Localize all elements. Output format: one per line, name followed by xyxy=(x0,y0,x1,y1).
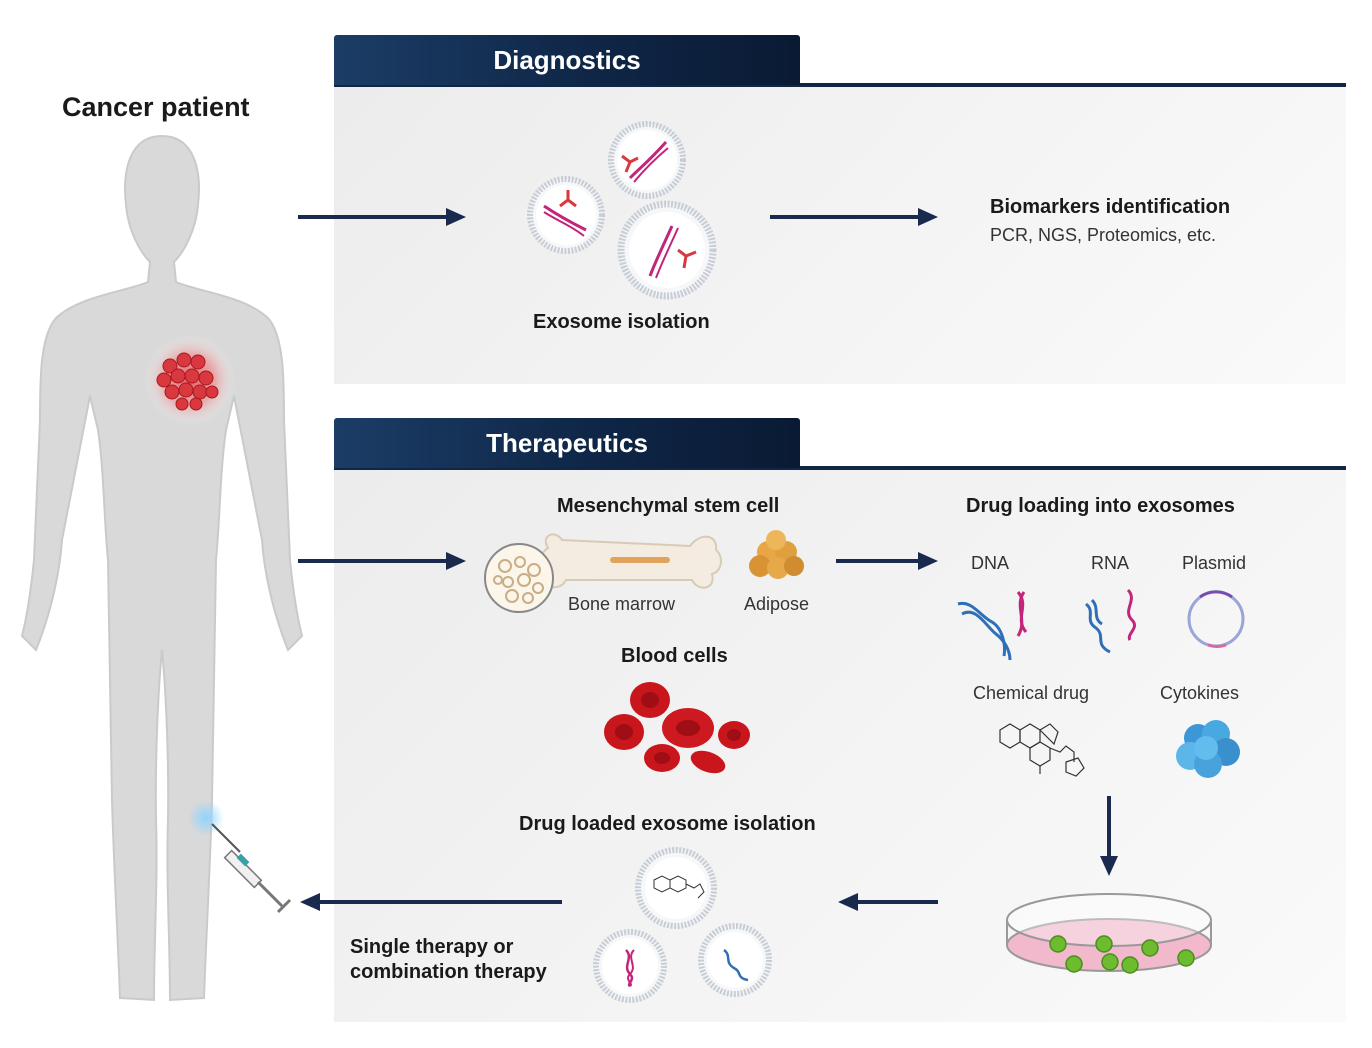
therapeutics-tab: Therapeutics xyxy=(334,418,800,468)
rna-icon xyxy=(1084,588,1136,654)
exosome-vesicle-icon xyxy=(698,923,772,997)
exosome-vesicle-icon xyxy=(635,847,717,929)
bone-marrow-icon xyxy=(484,543,554,613)
dna-icon xyxy=(957,591,1028,661)
arrow-msc-to-drug-loading xyxy=(836,552,938,570)
syringe-icon xyxy=(211,823,292,914)
exosome-vesicle-icon xyxy=(593,929,667,1003)
blood-cells-title: Blood cells xyxy=(621,645,728,667)
cargo-rna-label: RNA xyxy=(1091,553,1130,573)
drug-loaded-title: Drug loaded exosome isolation xyxy=(519,813,816,835)
drug-loading-title: Drug loading into exosomes xyxy=(966,495,1235,517)
therapeutics-rule xyxy=(334,466,1346,470)
exosome-isolation-label: Exosome isolation xyxy=(533,311,710,333)
arrow-dish-to-isolation xyxy=(838,893,938,911)
adipose-label: Adipose xyxy=(744,594,810,614)
cytokines-icon xyxy=(1176,720,1240,778)
arrow-isolation-to-patient xyxy=(300,893,562,911)
biomarkers-methods: PCR, NGS, Proteomics, etc. xyxy=(990,225,1217,245)
petri-dish-icon xyxy=(1006,893,1212,974)
arrow-patient-to-msc xyxy=(298,552,466,570)
cargo-plasmid-label: Plasmid xyxy=(1182,553,1247,573)
arrow-exosome-to-biomarkers xyxy=(770,208,938,226)
chemical-structure-icon xyxy=(999,723,1085,777)
cargo-cytokines-label: Cytokines xyxy=(1160,683,1240,703)
msc-title: Mesenchymal stem cell xyxy=(557,495,780,517)
diagnostics-rule xyxy=(334,83,1346,87)
tumor-cluster xyxy=(156,352,219,411)
cargo-dna-label: DNA xyxy=(971,553,1010,573)
plasmid-icon xyxy=(1187,590,1245,648)
arrow-patient-to-exosome xyxy=(298,208,466,226)
therapy-line1: Single therapy or xyxy=(350,936,514,958)
patient-title: Cancer patient xyxy=(62,92,250,122)
diagnostics-tab: Diagnostics xyxy=(334,35,800,85)
arrow-down-to-dish xyxy=(1100,796,1118,876)
exosome-vesicle-icon xyxy=(527,176,605,254)
diagnostics-panel xyxy=(334,86,1346,384)
cargo-chemical-drug-label: Chemical drug xyxy=(973,683,1090,703)
bone-icon xyxy=(538,533,722,589)
red-blood-cells-icon xyxy=(604,682,750,774)
adipose-icon xyxy=(749,530,804,579)
biomarkers-title: Biomarkers identification xyxy=(990,196,1231,218)
therapy-line2: combination therapy xyxy=(350,961,547,983)
exosome-vesicle-icon xyxy=(617,200,717,300)
bone-marrow-label: Bone marrow xyxy=(568,594,676,614)
exosome-vesicle-icon xyxy=(608,121,686,199)
